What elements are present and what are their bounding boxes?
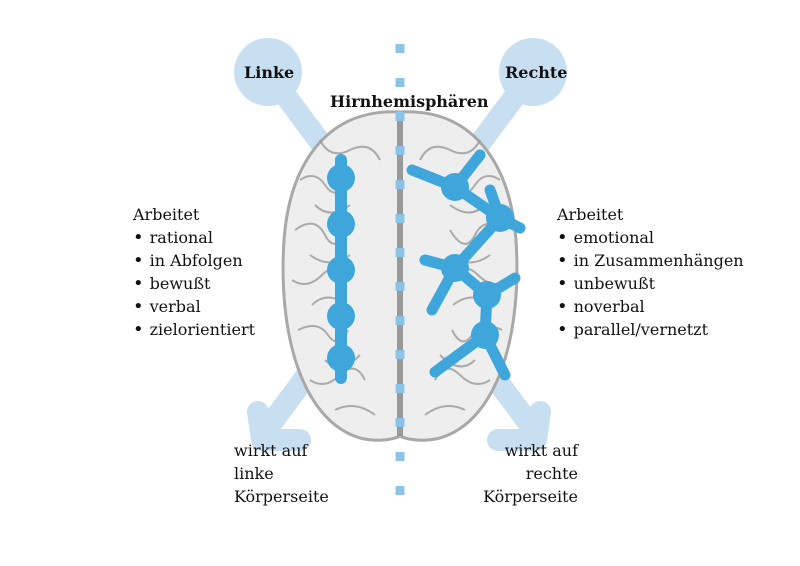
arrowhead-bottom-left-icon — [247, 401, 311, 451]
right-trait: in Zusammenhängen — [557, 249, 744, 272]
right-effect-line: Körperseite — [483, 487, 578, 506]
right-trait: unbewußt — [557, 272, 744, 295]
left-traits-heading: Arbeitet — [133, 205, 200, 224]
linke-bubble — [234, 38, 302, 106]
left-effect-line: linke — [234, 464, 274, 483]
right-traits-heading: Arbeitet — [557, 205, 624, 224]
right-effect-line: wirkt auf — [504, 441, 578, 460]
rechte-bubble — [499, 38, 567, 106]
left-effect-line: wirkt auf — [234, 441, 308, 460]
sequential-chain-icon — [327, 154, 355, 384]
right-traits: Arbeitet emotional in Zusammenhängen unb… — [557, 203, 744, 341]
right-hemisphere-label: Rechte — [505, 63, 568, 82]
arrowhead-bottom-right-icon — [487, 401, 551, 451]
right-trait: emotional — [557, 226, 744, 249]
left-hemisphere-label: Linke — [244, 63, 295, 82]
network-graph-icon — [406, 149, 526, 381]
left-trait: bewußt — [133, 272, 255, 295]
right-trait: noverbal — [557, 295, 744, 318]
left-trait: zielorientiert — [133, 318, 255, 341]
right-trait: parallel/vernetzt — [557, 318, 744, 341]
left-trait: rational — [133, 226, 255, 249]
right-effect-line: rechte — [525, 464, 578, 483]
left-trait: in Abfolgen — [133, 249, 255, 272]
left-effect-line: Körperseite — [234, 487, 329, 506]
right-effect: wirkt auf rechte Körperseite — [483, 439, 578, 508]
left-traits: Arbeitet rational in Abfolgen bewußt ver… — [133, 203, 255, 341]
diagram-title: Hirnhemisphären — [330, 92, 489, 111]
left-trait: verbal — [133, 295, 255, 318]
left-effect: wirkt auf linke Körperseite — [234, 439, 329, 508]
